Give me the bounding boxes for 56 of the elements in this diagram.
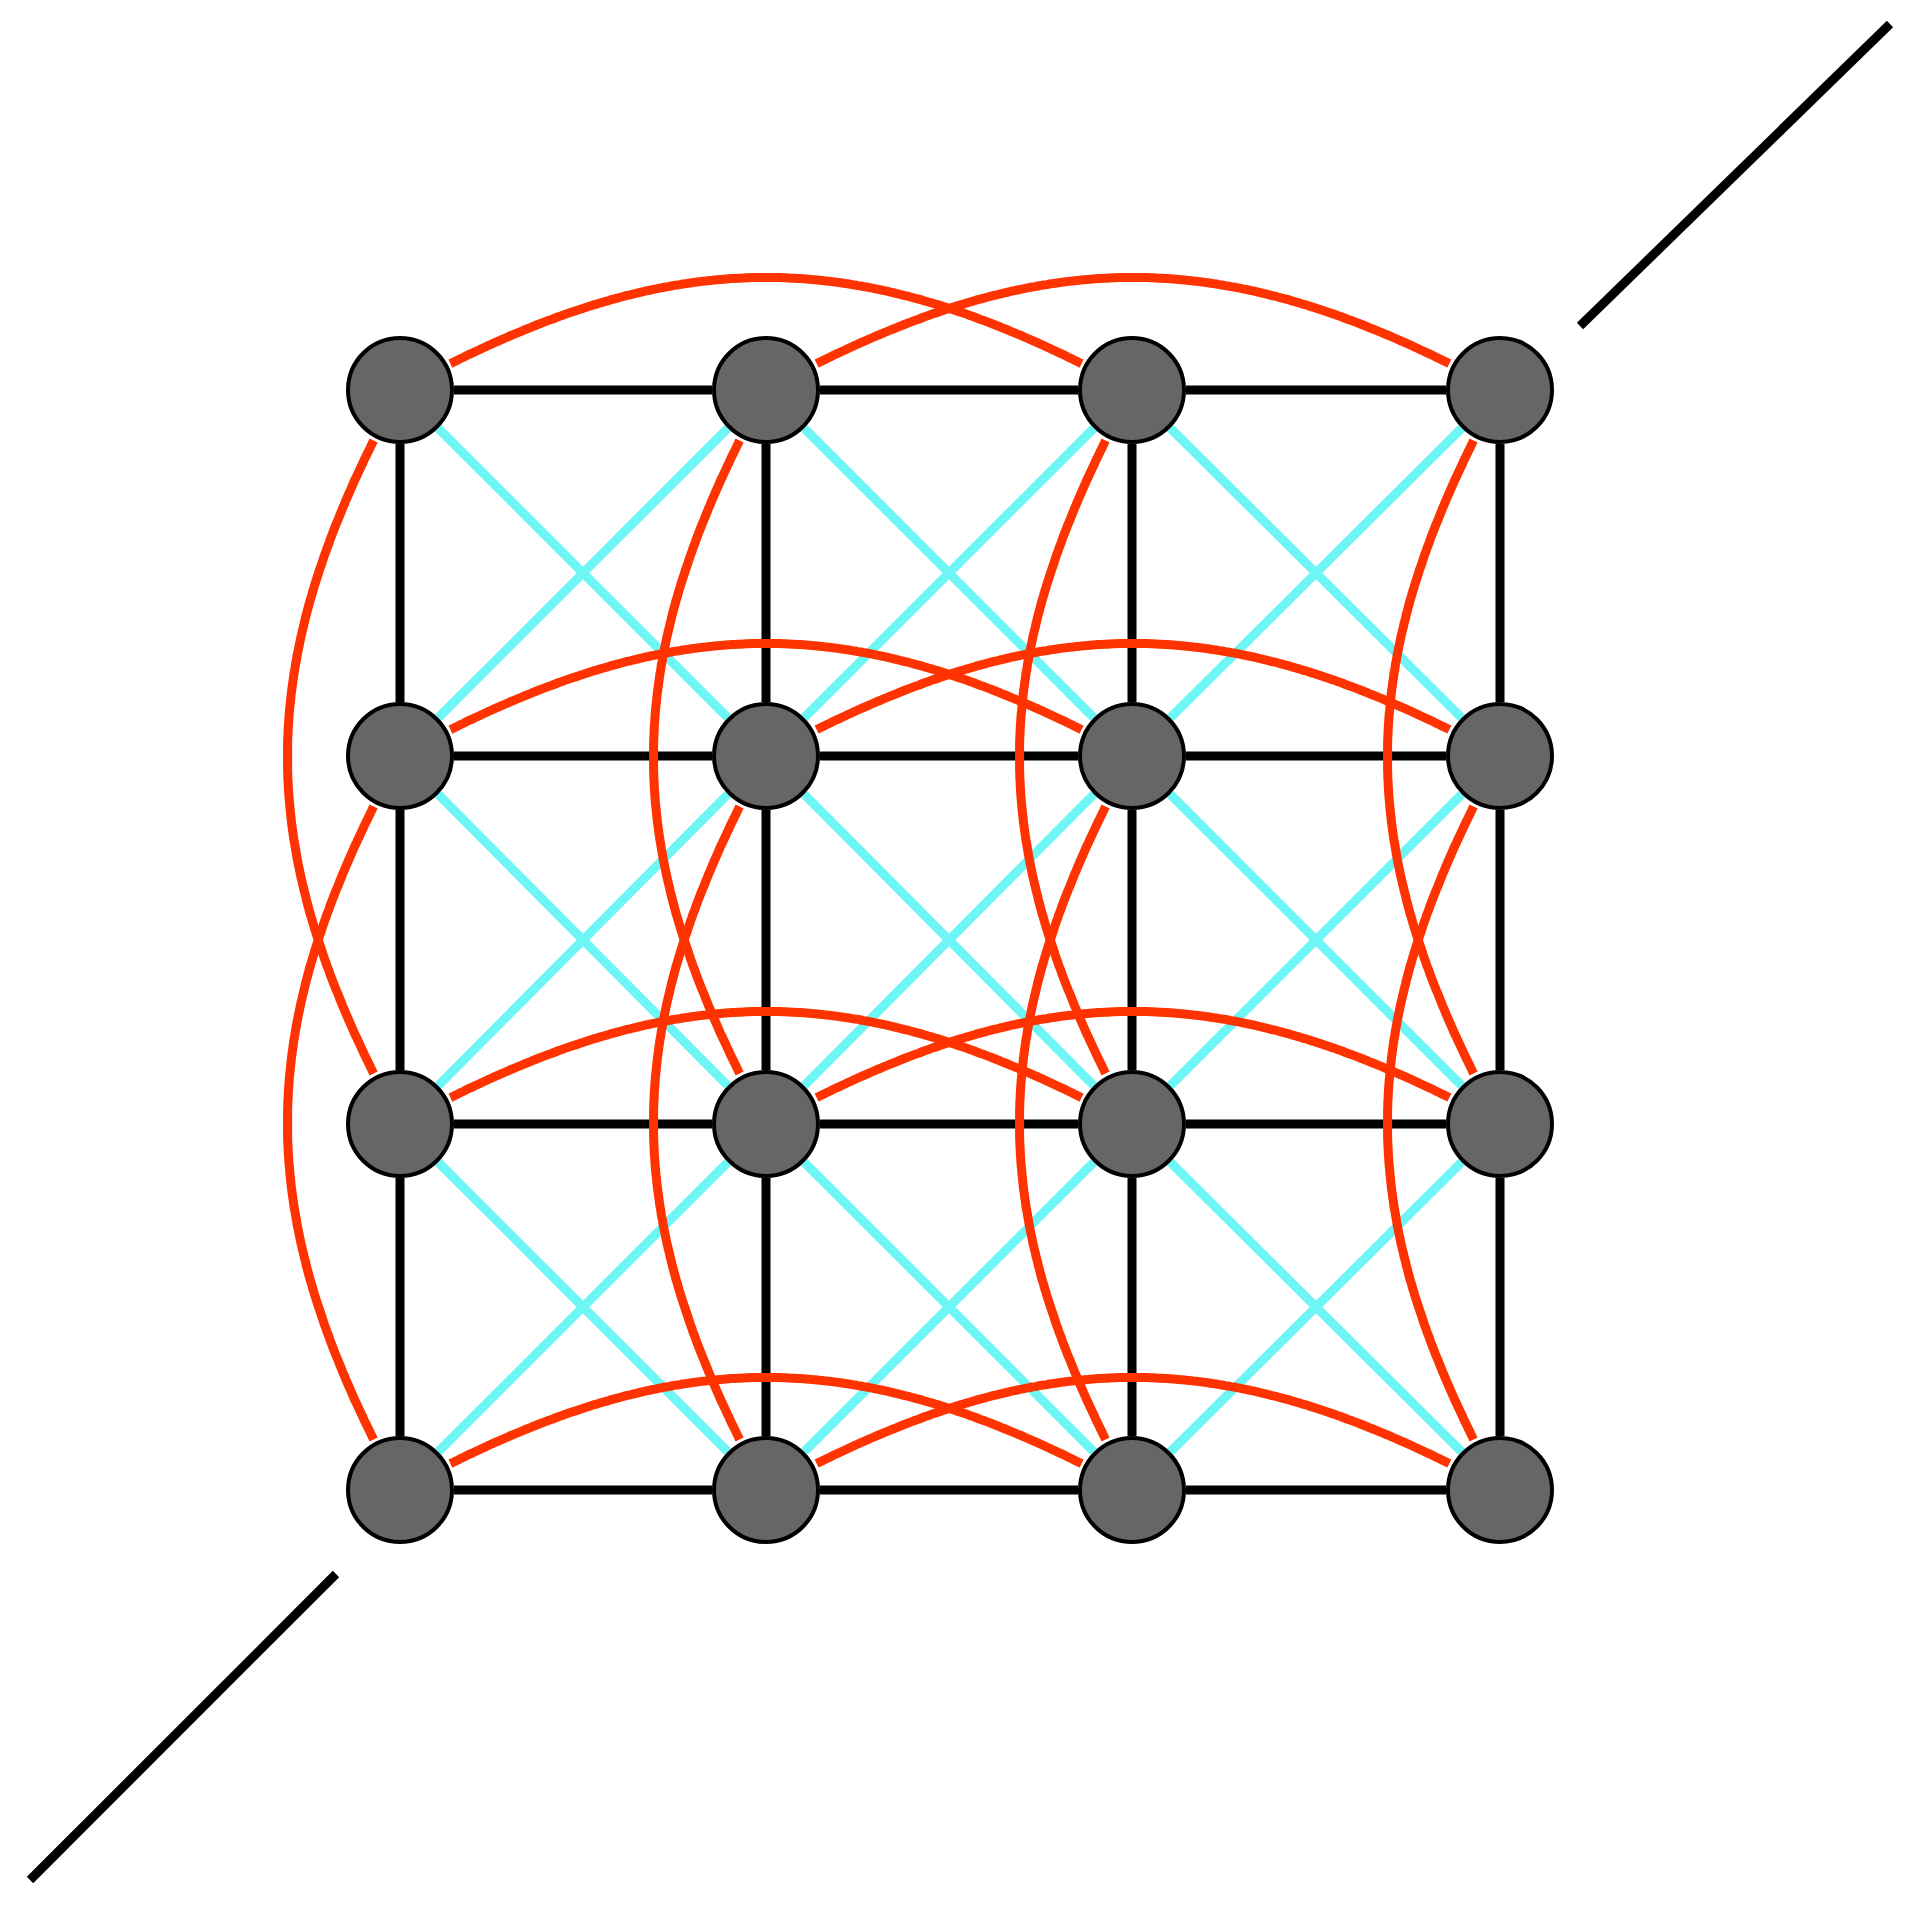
connector-line	[1186, 385, 1446, 395]
connector-line	[395, 1178, 405, 1436]
connector-line	[820, 751, 1078, 761]
connector-line	[761, 1178, 771, 1436]
connector-line	[1495, 444, 1505, 702]
connector-line	[1127, 444, 1137, 702]
connector-line	[1127, 810, 1137, 1070]
connector-line	[820, 385, 1078, 395]
curved-connector	[283, 438, 378, 1076]
curved-connector	[1015, 438, 1110, 1076]
connector-line	[1186, 751, 1446, 761]
connector-line	[1495, 810, 1505, 1070]
connector-line	[395, 810, 405, 1070]
curved-connector	[448, 1373, 1084, 1468]
lattice-node	[346, 1436, 454, 1544]
lattice-node	[1446, 702, 1554, 810]
lattice-node	[712, 702, 820, 810]
lattice-node	[712, 1436, 820, 1544]
lattice-node	[1078, 1070, 1186, 1178]
lattice-node	[346, 1070, 454, 1178]
connector-line	[1127, 1178, 1137, 1436]
connector-line	[761, 444, 771, 702]
connector-line	[454, 751, 712, 761]
connector-line	[454, 1119, 712, 1129]
curved-connector	[814, 639, 1452, 734]
curved-connector	[649, 804, 744, 1442]
lattice-node	[1078, 702, 1186, 810]
lattice-node	[346, 336, 454, 444]
connector-line	[395, 444, 405, 702]
curved-connector	[814, 1373, 1452, 1468]
connector-line	[820, 1485, 1078, 1495]
curved-connector	[448, 273, 1084, 368]
connector-line	[1186, 1485, 1446, 1495]
lattice-node	[1078, 1436, 1186, 1544]
connector-line	[761, 810, 771, 1070]
lattice-node	[1446, 1436, 1554, 1544]
connector-line	[454, 385, 712, 395]
curved-connector	[448, 1007, 1084, 1102]
lattice-node	[712, 336, 820, 444]
curved-connector	[1383, 804, 1478, 1442]
lattice-node	[346, 702, 454, 810]
curved-connector	[814, 1007, 1452, 1102]
curved-connector	[649, 438, 744, 1076]
connector-line	[1495, 1178, 1505, 1436]
connector-line	[454, 1485, 712, 1495]
lattice-node	[1078, 336, 1186, 444]
lattice-node	[1446, 1070, 1554, 1178]
curved-connector	[283, 804, 378, 1442]
curved-connector	[814, 273, 1452, 368]
curved-connector	[448, 639, 1084, 734]
curved-connector	[1015, 804, 1110, 1442]
connector-line	[820, 1119, 1078, 1129]
connector-line	[1186, 1119, 1446, 1129]
lattice-node	[712, 1070, 820, 1178]
lattice-node	[1446, 336, 1554, 444]
curved-connector	[1383, 438, 1478, 1076]
